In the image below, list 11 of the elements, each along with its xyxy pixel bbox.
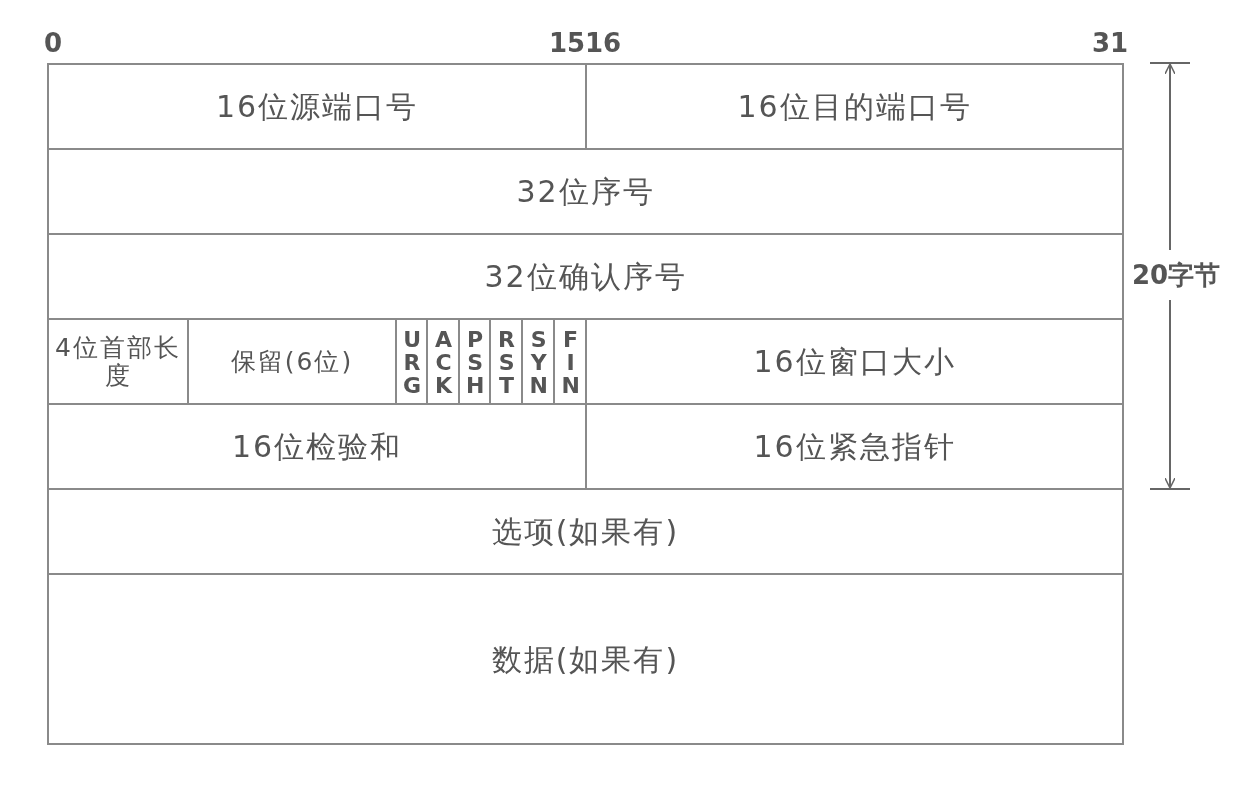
bit-number: 16 xyxy=(585,28,622,58)
bit-number: 31 xyxy=(1092,28,1129,58)
header-field: 16位目的端口号 xyxy=(585,63,1124,150)
header-field: 32位确认序号 xyxy=(47,233,1124,320)
bit-number: 15 xyxy=(549,28,586,58)
header-field: 选项(如果有) xyxy=(47,488,1124,575)
header-field: 数据(如果有) xyxy=(47,573,1124,745)
header-field: 32位序号 xyxy=(47,148,1124,235)
bit-number: 0 xyxy=(44,28,63,58)
header-field: 16位源端口号 xyxy=(47,63,587,150)
dimension-label: 20字节 xyxy=(1132,259,1221,292)
